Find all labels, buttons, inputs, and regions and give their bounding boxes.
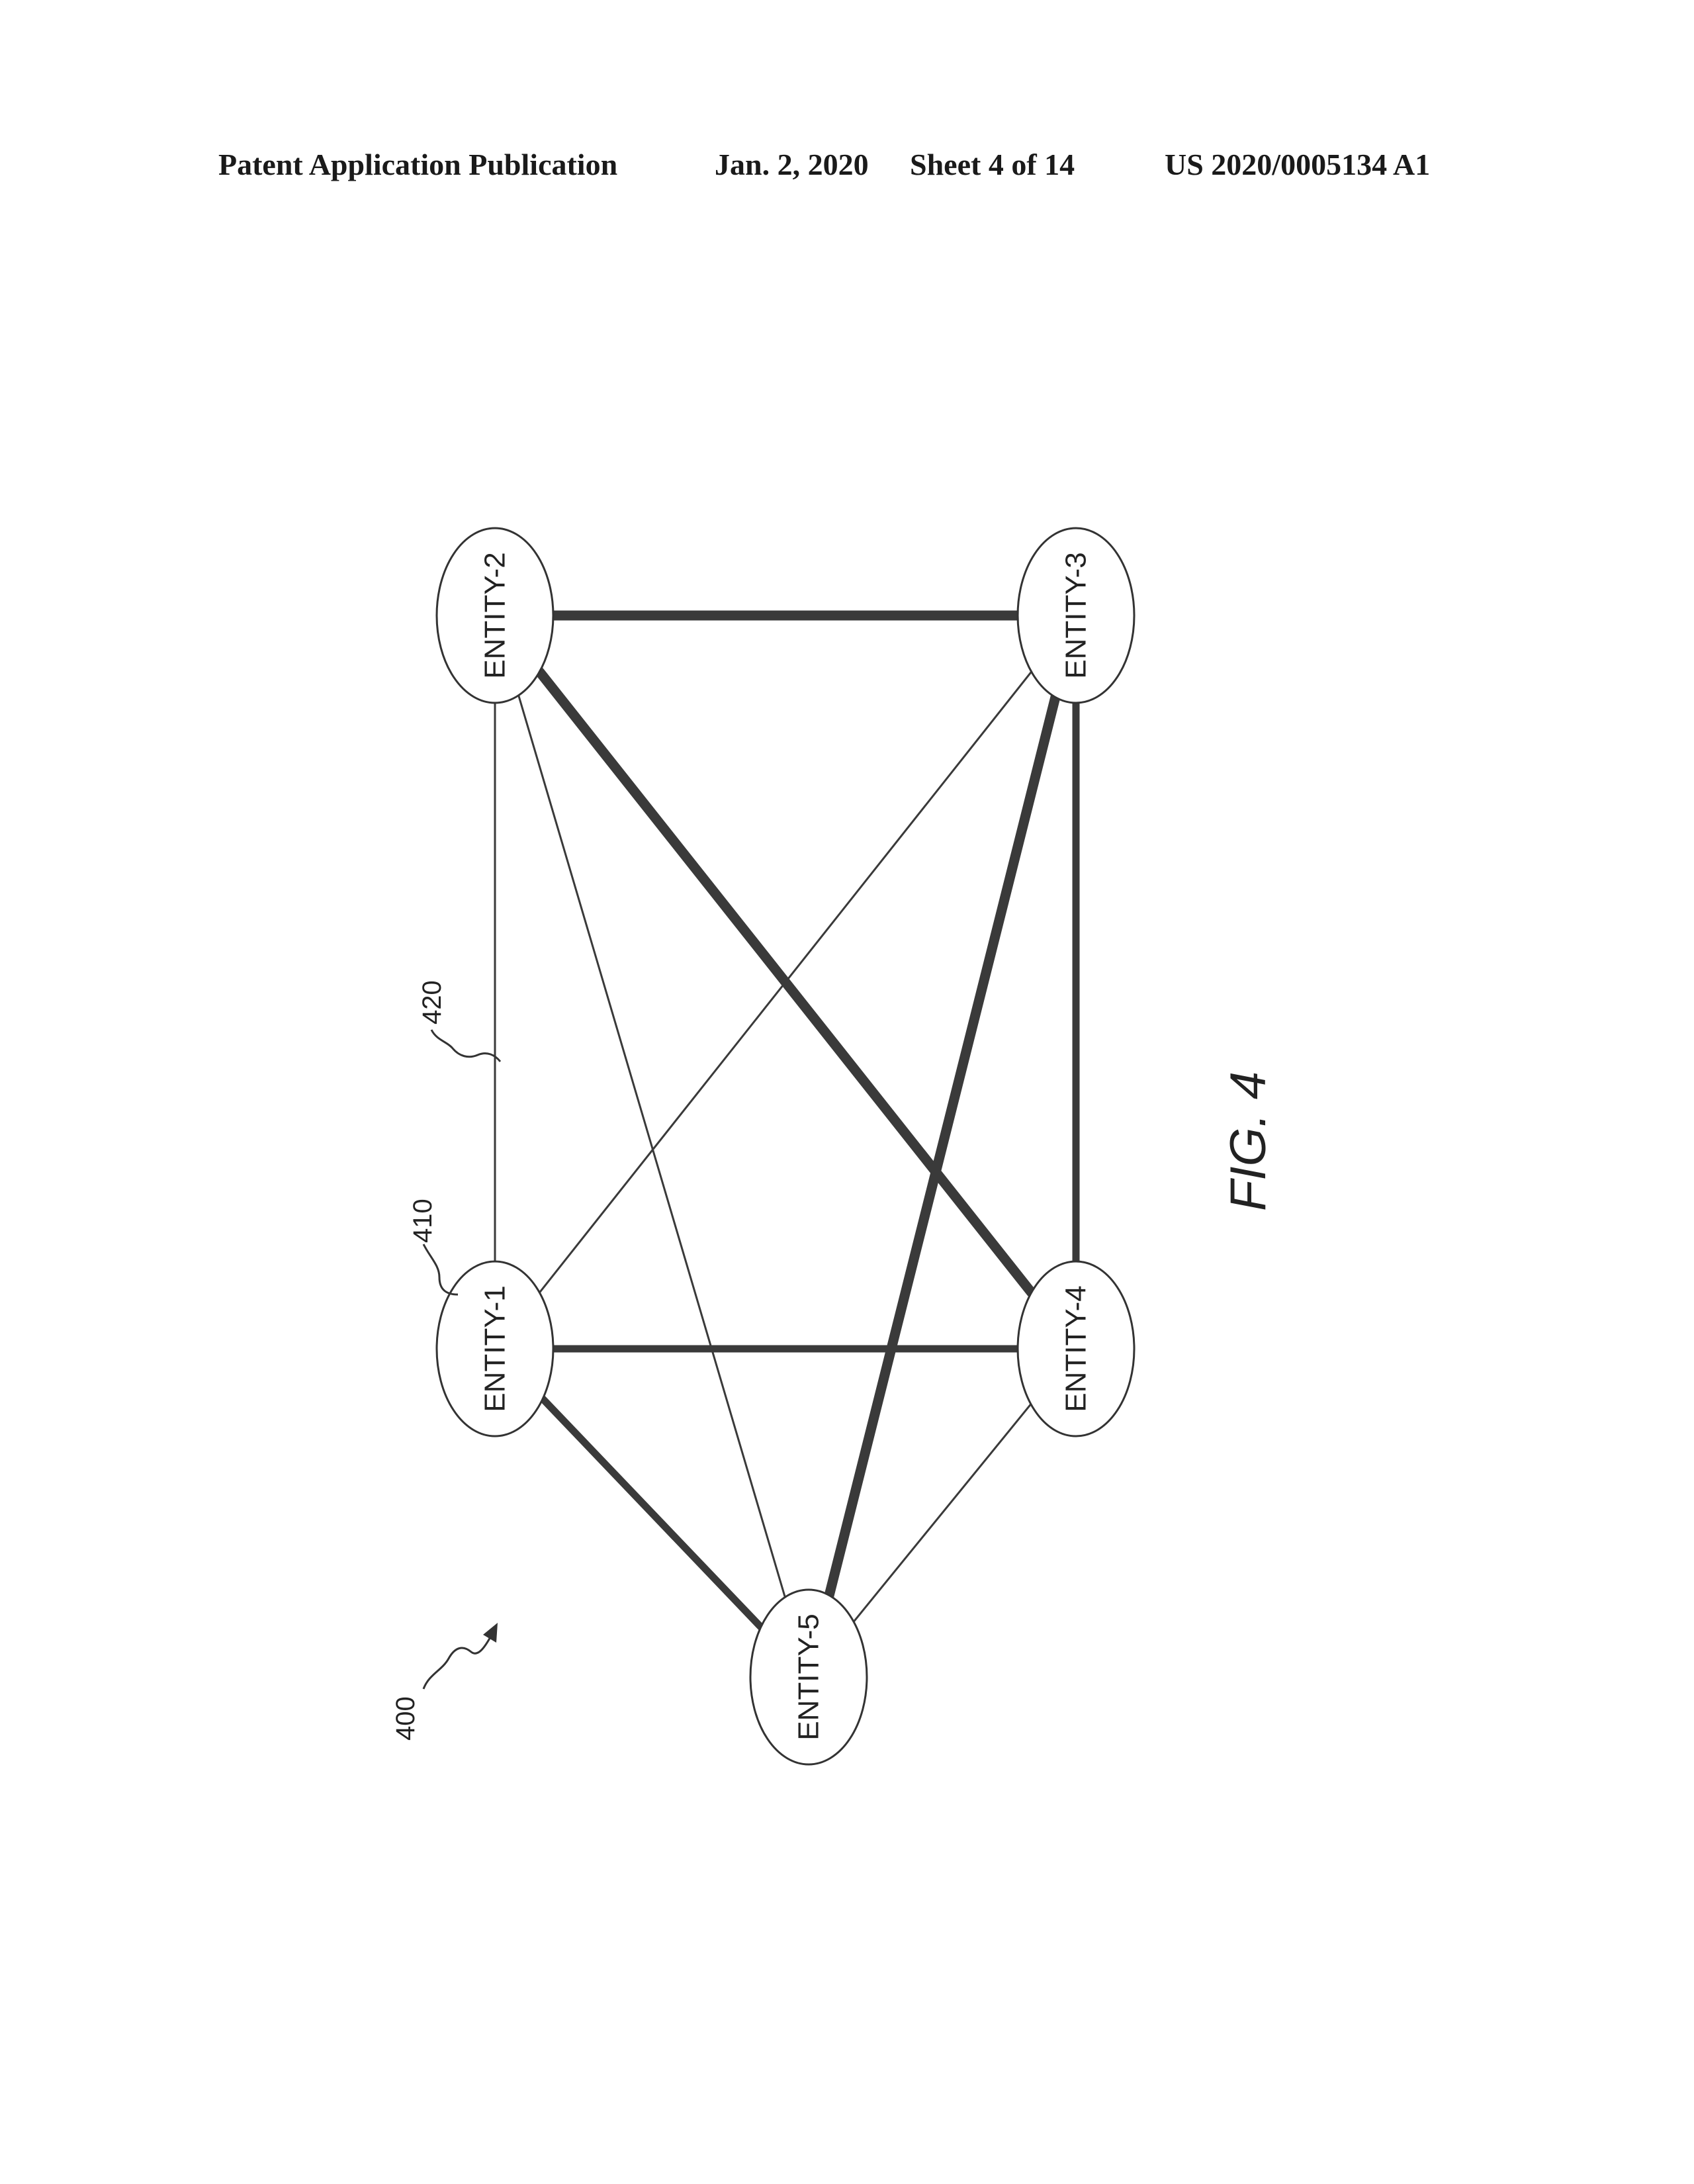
node-ellipse-e4 [1016, 1260, 1136, 1437]
ref-400-arrowhead [483, 1623, 498, 1643]
edges-layer [494, 610, 1080, 1631]
node-label-e2: ENTITY-2 [479, 552, 512, 679]
node-ellipse-e2 [435, 527, 555, 704]
header-publication: Patent Application Publication [218, 148, 618, 181]
node-label-e4: ENTITY-4 [1060, 1285, 1092, 1412]
node-e1: ENTITY-1 [435, 1260, 555, 1437]
node-label-e1: ENTITY-1 [479, 1285, 512, 1412]
ref-400-group: 400 [391, 1623, 498, 1741]
edge-e1-e5 [539, 1395, 765, 1631]
node-ellipse-e5 [749, 1588, 868, 1766]
node-label-e5: ENTITY-5 [793, 1614, 825, 1741]
edge-e1-e3 [538, 670, 1033, 1294]
ref-400-leader [422, 1635, 492, 1690]
ref-420-group: 420 [418, 980, 502, 1062]
edge-e2-e5 [517, 694, 786, 1598]
node-ellipse-e1 [435, 1260, 555, 1437]
ref-420-label: 420 [418, 980, 447, 1024]
edge-e4-e5 [852, 1403, 1032, 1623]
ref-410-leader [422, 1244, 459, 1296]
ref-400-label: 400 [391, 1696, 420, 1741]
node-e2: ENTITY-2 [435, 527, 555, 704]
ref-420-leader [430, 1029, 502, 1062]
ref-410-group: 410 [408, 1199, 459, 1296]
node-e5: ENTITY-5 [749, 1588, 868, 1766]
node-e3: ENTITY-3 [1016, 527, 1136, 704]
header-date: Jan. 2, 2020 [715, 148, 869, 181]
header-sheet: Sheet 4 of 14 [910, 148, 1075, 181]
header-patent-number: US 2020/0005134 A1 [1165, 148, 1431, 181]
node-ellipse-e3 [1016, 527, 1136, 704]
figure-caption: FIG. 4 [1220, 1071, 1276, 1211]
edge-e3-e5 [824, 692, 1061, 1601]
node-label-e3: ENTITY-3 [1060, 552, 1092, 679]
ref-410-label: 410 [408, 1199, 437, 1243]
node-e4: ENTITY-4 [1016, 1260, 1136, 1437]
